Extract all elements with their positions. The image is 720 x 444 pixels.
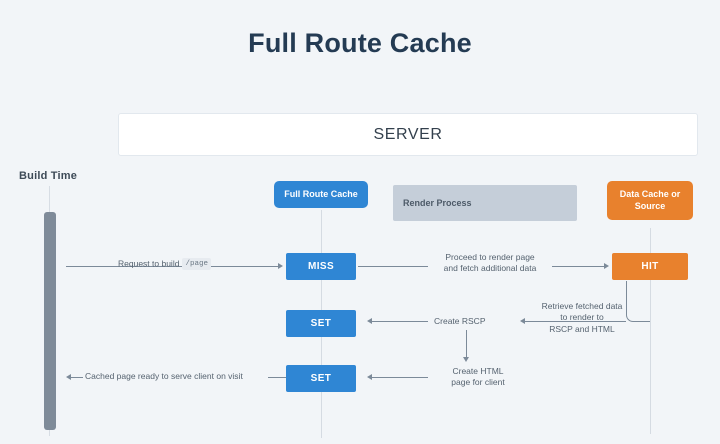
page-title: Full Route Cache [248, 28, 472, 58]
edge-line-retrieve-to-create-rscp [564, 321, 626, 322]
edge-label-cached-page-ready: Cached page ready to serve client on vis… [85, 371, 243, 381]
node-set-html[interactable]: SET [286, 365, 356, 392]
node-miss[interactable]: MISS [286, 253, 356, 280]
edge-line-rscp-to-html [466, 330, 467, 357]
edge-line-cached-right-stub [268, 377, 286, 378]
edge-line-cached-left-stub [71, 377, 83, 378]
edge-elbow-hit-to-retrieve [626, 281, 650, 322]
edge-label-create-html: Create HTML page for client [451, 366, 505, 388]
server-band: SERVER [118, 113, 698, 156]
edge-arrow-create-rscp-to-set [367, 317, 372, 324]
lane-box-render-process: Render Process [393, 185, 577, 221]
lane-label-render-process: Render Process [403, 198, 472, 208]
edge-arrow-request-to-build [278, 262, 283, 269]
edge-line-create-html-to-set [372, 377, 428, 378]
server-label: SERVER [373, 125, 443, 143]
edge-line-proceed-left [358, 266, 428, 267]
edge-line-create-rscp-to-set [372, 321, 428, 322]
edge-arrow-proceed [604, 262, 609, 269]
edge-arrow-rscp-to-html [462, 357, 469, 362]
build-time-label: Build Time [19, 170, 78, 182]
lane-badge-data-cache: Data Cache or Source [607, 181, 693, 220]
edge-line-request-to-build [66, 266, 278, 267]
edge-arrow-cached-page-ready [66, 373, 71, 380]
build-time-bar [44, 212, 56, 430]
edge-label-proceed-to-render: Proceed to render page and fetch additio… [443, 252, 537, 274]
edge-arrow-create-html-to-set [367, 373, 372, 380]
edge-arrow-retrieve [520, 317, 525, 324]
edge-label-retrieve-fetched-data: Retrieve fetched data to render to RSCP … [541, 301, 623, 334]
node-hit[interactable]: HIT [612, 253, 688, 280]
lane-line-data-cache [650, 228, 651, 434]
code-chip-page: /page [182, 258, 211, 271]
edge-line-retrieve-stub [525, 321, 564, 322]
lane-badge-full-route-cache: Full Route Cache [274, 181, 368, 208]
edge-line-proceed-right [552, 266, 604, 267]
node-set-rscp[interactable]: SET [286, 310, 356, 337]
edge-label-request-to-build: Request to build/page [118, 258, 211, 271]
edge-label-create-rscp: Create RSCP [434, 316, 486, 326]
